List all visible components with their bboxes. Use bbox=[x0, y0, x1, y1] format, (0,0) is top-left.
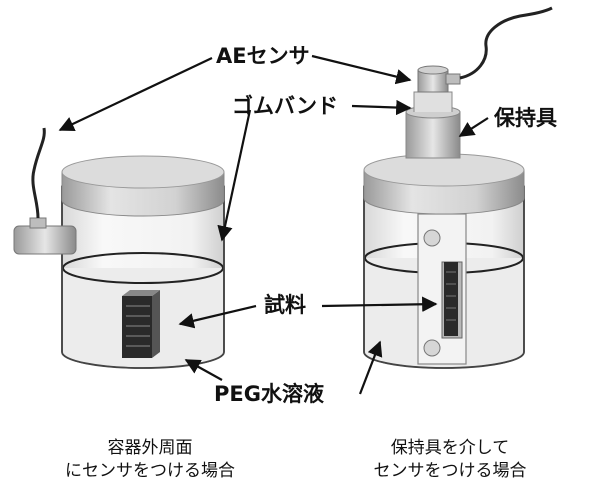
caption-left-line2: にセンサをつける場合 bbox=[65, 461, 235, 481]
holder-top bbox=[405, 91, 461, 159]
caption-right: 保持具を介して センサをつける場合 bbox=[340, 437, 560, 483]
caption-right-line2: センサをつける場合 bbox=[373, 461, 527, 481]
caption-left: 容器外周面 にセンサをつける場合 bbox=[40, 437, 260, 483]
left-sample-block bbox=[122, 290, 160, 358]
left-container bbox=[13, 127, 225, 369]
arrow-band-to-right-band bbox=[351, 99, 412, 116]
arrow-peg-left bbox=[184, 359, 223, 381]
right-rubber-band bbox=[413, 91, 453, 112]
right-sample-block bbox=[444, 262, 458, 336]
left-liquid-surface bbox=[62, 252, 224, 284]
label-sample: 試料 bbox=[264, 293, 306, 317]
label-holder: 保持具 bbox=[494, 106, 557, 130]
holder-plate bbox=[417, 213, 467, 365]
label-ae-sensor: AEセンサ bbox=[216, 44, 310, 68]
arrow-band-to-left-container bbox=[217, 109, 252, 242]
arrow-holder bbox=[458, 117, 489, 137]
right-lid-top bbox=[363, 153, 525, 187]
label-rubber-band: ゴムバンド bbox=[232, 94, 339, 118]
arrow-sample-left bbox=[178, 304, 257, 329]
right-ae-sensor bbox=[417, 65, 461, 93]
pointer-arrows bbox=[58, 54, 489, 395]
left-ae-sensor bbox=[13, 217, 77, 255]
left-lid-top bbox=[61, 155, 225, 189]
arrow-sample-right bbox=[321, 296, 438, 312]
arrow-ae-to-left-sensor bbox=[58, 57, 213, 132]
arrow-ae-to-right-sensor bbox=[311, 54, 412, 85]
label-peg-solution: PEG水溶液 bbox=[214, 382, 324, 406]
caption-right-line1: 保持具を介して bbox=[390, 438, 510, 458]
right-sensor-cable bbox=[459, 6, 553, 80]
arrow-peg-right bbox=[358, 340, 383, 395]
caption-left-line1: 容器外周面 bbox=[107, 438, 193, 458]
right-container bbox=[363, 6, 553, 369]
left-sensor-cable bbox=[31, 127, 46, 219]
